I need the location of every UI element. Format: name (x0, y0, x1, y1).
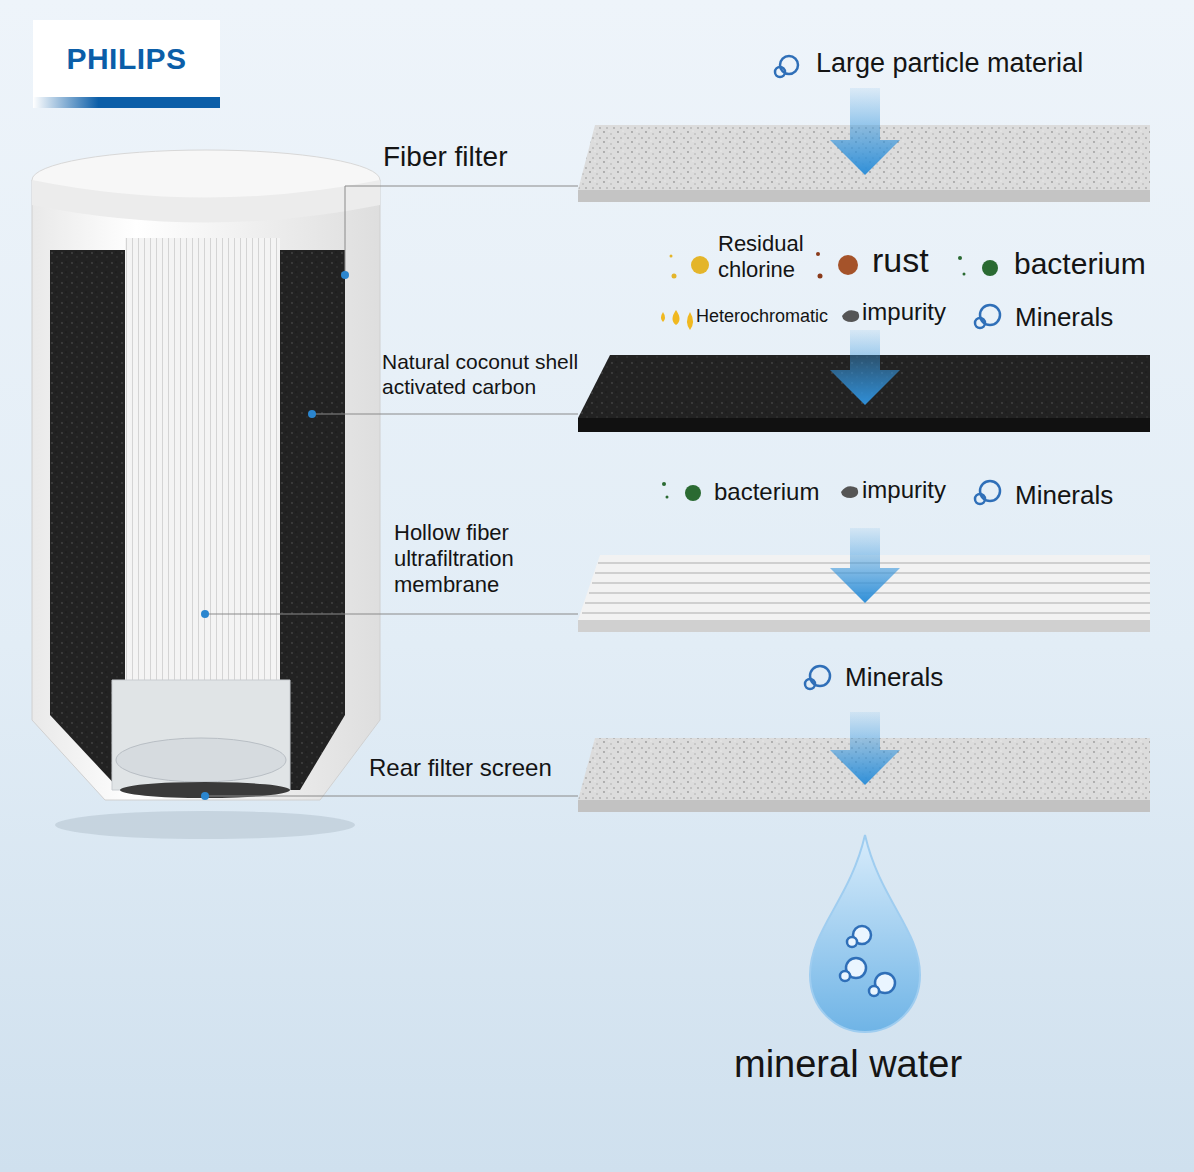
contaminant-label: rust (872, 240, 929, 280)
mineral-label: Minerals (1015, 302, 1113, 333)
layer-name: Rear filter screen (369, 754, 552, 782)
layer-name: Hollow fiber ultrafiltration membrane (394, 520, 559, 598)
contaminant-label: impurity (862, 476, 946, 504)
contaminant-label: Residual chlorine (718, 231, 818, 283)
logo-bar (33, 97, 220, 108)
contaminant-label: Heterochromatic (696, 306, 828, 327)
layer-name: Natural coconut shell activated carbon (382, 350, 622, 400)
contaminant-label: bacterium (714, 478, 819, 506)
contaminant-label: bacterium (1014, 246, 1146, 281)
contaminant-label: impurity (862, 298, 946, 326)
brand-name: PHILIPS (33, 20, 220, 76)
input-label: Large particle material (816, 48, 1083, 80)
mineral-label: Minerals (1015, 480, 1113, 511)
logo-box: PHILIPS (33, 20, 220, 108)
mineral-label: Minerals (845, 662, 943, 693)
output-label: mineral water (734, 1042, 962, 1087)
layer-name: Fiber filter (383, 140, 507, 173)
